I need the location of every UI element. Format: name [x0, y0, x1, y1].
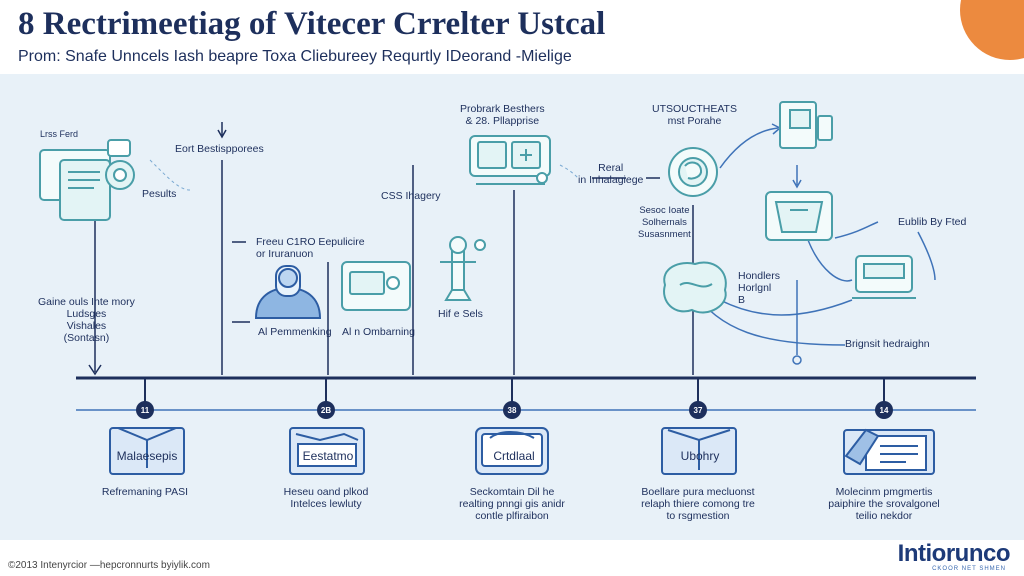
label-brignt: Brignsit hedraighn — [845, 338, 930, 350]
screen-icon-3 — [475, 427, 549, 475]
step-caption-1: Refremaning PASI — [101, 486, 189, 498]
step-number-2: 2B — [321, 406, 331, 415]
label-ai-1: Al Pemmenking — [258, 326, 332, 338]
label-eort: Eort Bestispporees — [175, 143, 264, 155]
step-caption-4: Boellare pura mecluonst relaph thiere co… — [641, 486, 755, 522]
label-ai-2: Al n Ombarning — [342, 326, 415, 338]
head-profile-icon — [668, 147, 718, 197]
label-probs: Probrark Besthers & 28. Pllapprise — [460, 103, 545, 127]
step-nodes — [136, 378, 893, 419]
book-icon-1 — [109, 427, 185, 475]
step-number-4: 37 — [694, 406, 703, 415]
label-left-box-tag: Lrss Ferd — [40, 129, 79, 139]
label-freeu: Freeu C1RO Eepulicire or Iruranuon — [256, 236, 365, 260]
tablet-icon-2 — [289, 427, 365, 475]
brain-icon — [663, 261, 727, 314]
brand-logo: Intiorunco — [897, 540, 1011, 567]
connector-left-arrow — [88, 364, 102, 376]
person-icon — [254, 265, 322, 319]
step-node-5 — [875, 401, 893, 419]
step-node-1 — [136, 401, 154, 419]
label-reral: Reral in Inhalagiege — [578, 162, 644, 186]
app-window-icon — [469, 135, 551, 185]
label-hif: Hif e Sels — [438, 308, 483, 320]
document-stack-icon — [779, 101, 833, 149]
monitor-icon — [341, 261, 411, 311]
label-pesults: Pesults — [142, 188, 177, 200]
statue-icon — [440, 236, 486, 301]
step-node-3 — [503, 401, 521, 419]
step-number-5: 14 — [880, 406, 889, 415]
step-number-3: 38 — [508, 406, 517, 415]
label-eubib: Eublib By Fted — [898, 216, 967, 228]
label-gain: Gaine ouls Inte mory Ludsges Vishales (S… — [38, 296, 135, 344]
step-node-4 — [689, 401, 707, 419]
step-icon-text-3: Crtdlaal — [493, 449, 534, 463]
box-icon — [765, 191, 833, 241]
brand-tagline: CKOOR NET SHMEN — [932, 566, 1006, 572]
label-css: CSS Ihagery — [381, 190, 441, 202]
page-title: 8 Rectrimeetiag of Vitecer Crrelter Ustc… — [18, 6, 606, 42]
step-node-2 — [317, 401, 335, 419]
page-subtitle: Prom: Snafe Unncels Iash beapre Toxa Cli… — [18, 48, 572, 65]
step-icon-text-1: Malaesepis — [117, 449, 178, 463]
book-icon-4 — [661, 427, 737, 475]
footer-copyright: ©2013 Intenyrcior —hepcronnurts byiylik.… — [8, 560, 210, 571]
label-threats: UTSOUCTHEATS mst Porahe — [652, 103, 737, 127]
curve-threats-to-doc — [719, 127, 779, 169]
step-icon-text-2: Eestatmo — [303, 449, 354, 463]
laptop-icon — [852, 255, 916, 299]
left-device-icon — [39, 139, 135, 221]
step-caption-3: Seckomtain Dil he realting pnngi gis ani… — [459, 486, 565, 522]
step-caption-2: Heseu oand plkod Intelces lewluty — [283, 486, 369, 510]
step-number-1: 11 — [141, 406, 150, 415]
curve-eubib — [917, 231, 936, 281]
document-edit-icon-5 — [843, 428, 935, 475]
step-caption-5: Molecinm pmgmertis paiphire the srovalgo… — [828, 486, 940, 522]
step-icon-text-4: Ubohry — [681, 449, 720, 463]
label-hondlers: Hondlers Horlgnl B — [738, 270, 781, 306]
label-sesoc: Sesoc Ioate Solhernals Susasnment — [638, 205, 691, 240]
